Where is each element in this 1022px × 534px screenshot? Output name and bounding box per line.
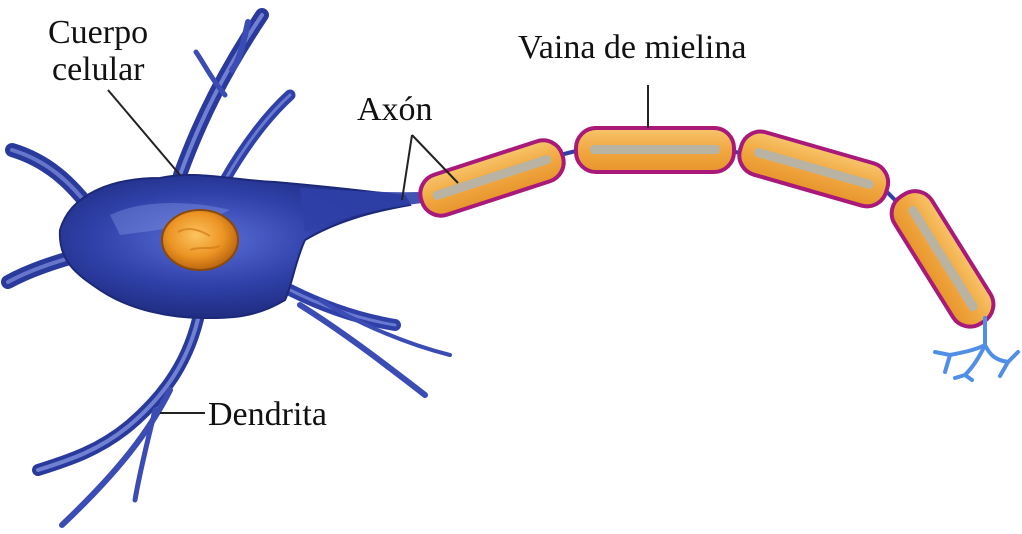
myelin-sheath (415, 127, 1001, 334)
myelin-sheath-label: Vaina de mielina (518, 29, 746, 66)
cell-body-leader (108, 90, 180, 175)
cell-body-label-line1: Cuerpo (48, 14, 148, 51)
axon-core (590, 145, 720, 154)
cell-body-label-line2: celular (52, 51, 145, 88)
dendrite-label: Dendrita (208, 396, 327, 433)
axon-leader-1 (402, 135, 412, 200)
nucleus (162, 210, 238, 270)
axon-label: Axón (357, 91, 433, 128)
